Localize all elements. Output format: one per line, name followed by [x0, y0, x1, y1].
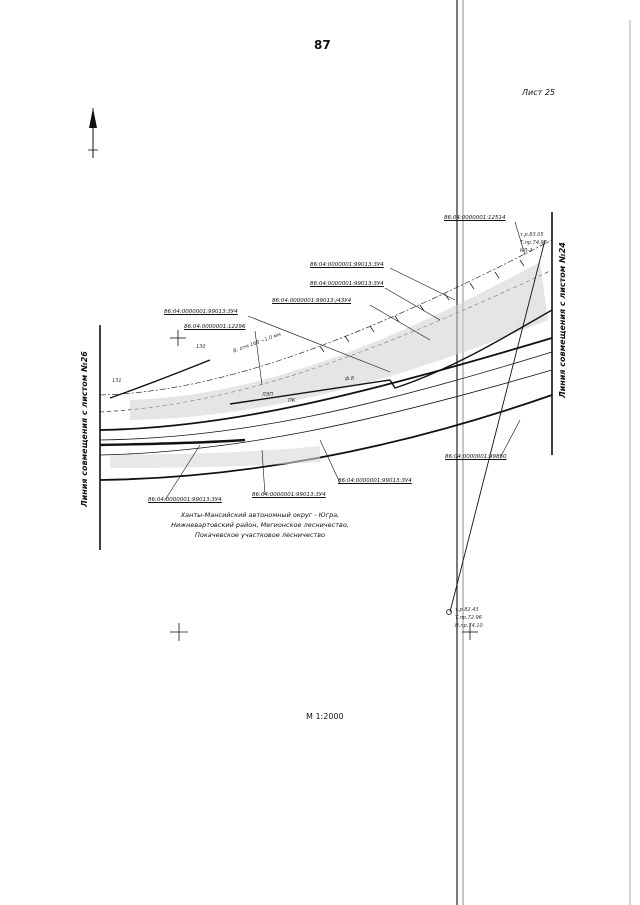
point-label: Т.пр.74.96: [520, 240, 547, 246]
point-label: КЛ-2: [520, 248, 533, 254]
parcel-label: 86:04:0000001:12514: [444, 215, 506, 221]
point-label: т.р.82.43: [455, 607, 479, 613]
registration-cross-3: [462, 624, 478, 640]
page-number: 87: [314, 38, 331, 52]
boundary-lines: [229, 309, 553, 405]
point-label: т.р.83.05: [520, 232, 544, 238]
region-caption: Ханты-Мансийский автономный округ - Югра…: [150, 510, 370, 540]
sheet-label: Лист 25: [522, 88, 555, 97]
survey-point: [446, 609, 452, 615]
lep-label: ЛЭП: [262, 392, 274, 398]
match-line-right-label: Линия совмещения с листом №24: [558, 242, 567, 398]
allotment-area: [110, 262, 548, 468]
parcel-label: 86:04:0000001:99013:3У4: [148, 497, 222, 503]
scale-label: М 1:2000: [306, 712, 344, 721]
match-line-left-label: Линия совмещения с листом №26: [80, 351, 89, 507]
registration-cross-2: [170, 623, 188, 641]
road-corridor: [99, 239, 553, 481]
parcel-label: 86:04:0000001:99013:3У4: [164, 309, 238, 315]
parcel-label: 86:04:0000001:99013:3У4: [310, 262, 384, 268]
region-caption-line: Ханты-Мансийский автономный округ - Югра…: [180, 511, 340, 519]
contour-label: 130: [196, 344, 206, 350]
parcel-label: 86:04:0000001:99850: [445, 454, 507, 460]
point-label: Т.пр.72.96: [455, 615, 482, 621]
corridor-ticks: [319, 259, 525, 353]
region-caption-line: Покачевское участковое лесничество: [195, 531, 325, 539]
crossing-line: [449, 239, 546, 613]
pk-label: ПК: [288, 398, 296, 404]
leader-lines: [164, 221, 526, 501]
point-label: Н.пр.74.10: [455, 623, 483, 629]
contour-label: 131: [112, 378, 122, 384]
parcel-label: 86:04:0000001:99013:3У4: [252, 492, 326, 498]
registration-cross-1: [170, 330, 186, 346]
parcel-label: 86:04:0000001:99013:/43У4: [272, 298, 352, 304]
parcel-label: 86:04:0000001:12296: [184, 324, 246, 330]
north-arrow-icon: [88, 108, 98, 158]
parcel-label: 86:04:0000001:99013:3У4: [310, 281, 384, 287]
fr-label: ф.8: [345, 376, 355, 382]
parcel-label: 86:04:0000001:99013:3У4: [338, 478, 412, 484]
region-caption-line: Нижневартовский район, Мегионское леснич…: [171, 521, 349, 529]
